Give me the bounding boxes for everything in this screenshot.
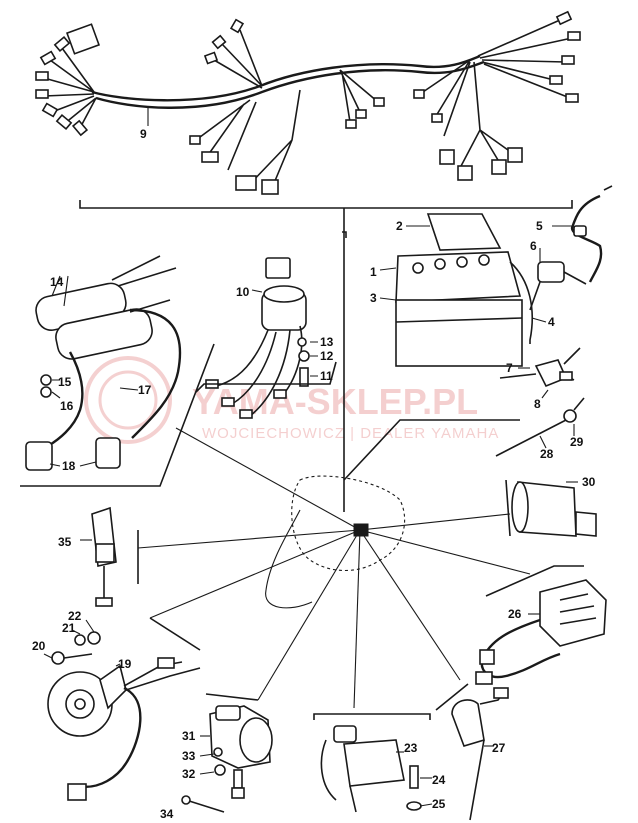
ignition-coil-assembly: 14 15 16 17 18 [25,255,182,473]
callout-18: 18 [62,459,76,473]
fuse-holder-assembly: 5 6 [529,185,613,311]
callout-23: 23 [404,741,418,755]
callout-19: 19 [118,657,132,671]
relay-assembly: 7 8 28 29 [495,347,585,461]
spark-plug-cap-left [25,441,53,471]
fuse-box [537,261,565,283]
left-connector-cluster [35,23,101,137]
callout-1: 1 [370,265,377,279]
callout-28: 28 [540,447,554,461]
callout-12: 12 [320,349,334,363]
coil-washer-16 [40,386,52,398]
watermark-subtitle: WOJCIECHOWICZ | DEALER YAMAHA [202,425,499,442]
callout-7: 7 [506,361,513,375]
callout-31: 31 [182,729,196,743]
callout-8: 8 [534,397,541,411]
switch-terminal [95,597,113,607]
callout-26: 26 [508,607,522,621]
neutral-switch-35: 35 [58,506,117,607]
harness-bracket [79,200,573,209]
callout-20: 20 [32,639,46,653]
battery-assembly: 1 2 3 4 [370,213,555,367]
battery-body [395,299,523,367]
horn-leader-bracket [149,617,201,651]
horn-assembly: 20 21 22 19 [32,609,201,801]
horn-connector [67,783,87,801]
rectifier-assembly: 31 33 32 34 [160,705,273,821]
switch-bracket [195,361,337,393]
spark-plug-cap-right [95,437,121,469]
battery-top [395,251,522,303]
callout-2: 2 [396,219,403,233]
callout-6: 6 [530,239,537,253]
regulator-assembly: 23 24 25 [313,713,446,813]
callout-3: 3 [370,291,377,305]
callout-22: 22 [68,609,82,623]
main-wiring-harness: 9 [35,10,581,195]
starter-solenoid-30: 30 [511,475,597,537]
callout-24: 24 [432,773,446,787]
watermark-logo [84,356,172,444]
callout-34: 34 [160,807,174,821]
callout-29: 29 [570,435,584,449]
callout-13: 13 [320,335,334,349]
coil-bolt-15 [40,374,52,386]
switch-bolt-11 [299,367,309,387]
regulator-body [343,739,405,787]
regulator-washer-25 [406,801,422,811]
callout-9: 9 [140,127,147,141]
center-hub [265,475,406,609]
callout-32: 32 [182,767,196,781]
solenoid-bracket [505,479,511,537]
callout-25: 25 [432,797,446,811]
callout-30: 30 [582,475,596,489]
callout-11: 11 [320,369,333,383]
callout-10: 10 [236,285,250,299]
callout-16: 16 [60,399,74,413]
callout-5: 5 [536,219,543,233]
callout-33: 33 [182,749,196,763]
callout-21: 21 [62,621,76,635]
callout-14: 14 [50,275,64,289]
relay-bracket [343,419,520,481]
callout-17: 17 [138,383,152,397]
callout-15: 15 [58,375,72,389]
callout-27: 27 [492,741,506,755]
cdi-unit-body [539,579,607,647]
sensor-assembly-27: 27 [435,683,509,821]
watermark: YAMA-SKLEP.PL WOJCIECHOWICZ | DEALER YAM… [84,356,499,444]
callout-4: 4 [548,315,555,329]
battery-bracket [342,231,347,238]
regulator-bolt-24 [409,765,419,789]
battery-strap [426,213,502,251]
ignition-key [265,257,291,279]
callout-35: 35 [58,535,72,549]
rectifier-bracket [205,693,259,701]
cdi-unit-assembly: 26 [475,565,607,685]
radial-leaders [137,427,531,709]
